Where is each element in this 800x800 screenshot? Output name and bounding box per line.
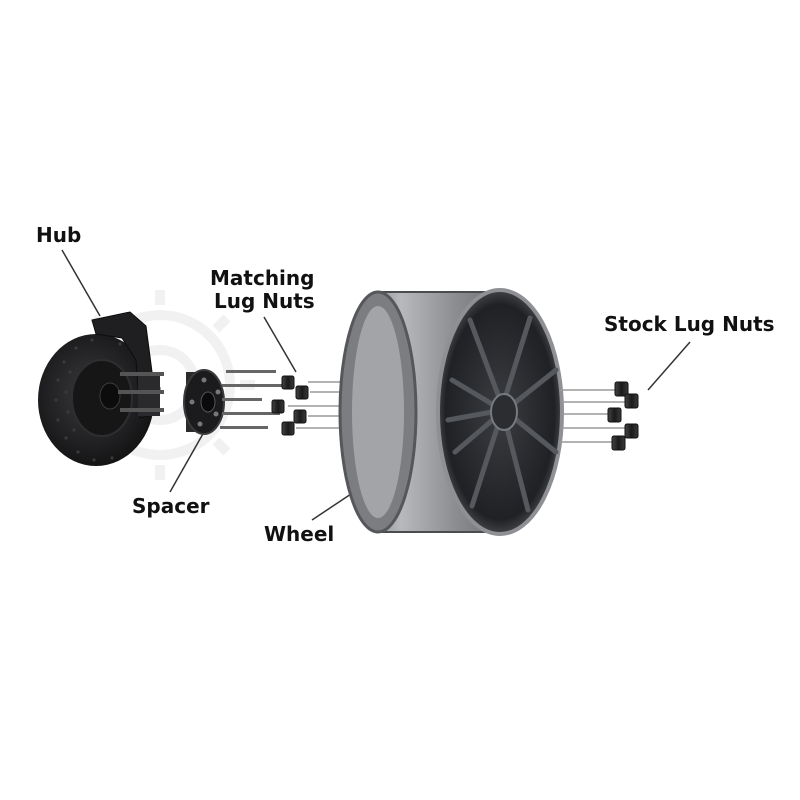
stock-bolt-lines [560,389,625,443]
hub-leader-line [61,249,101,317]
hub-assembly [38,311,164,466]
stock-lug-nuts-label: Stock Lug Nuts [604,312,775,336]
matching-lug-nuts-label-line2: Lug Nuts [214,289,315,313]
wheel-center-cap [490,393,518,431]
wheel-label: Wheel [264,522,335,546]
hub-center-bore [99,382,121,410]
spacer-studs [220,370,282,429]
stock-lug-nuts-leader-line [647,341,691,391]
spacer-label: Spacer [132,494,210,518]
matching-lug-nuts-leader-line [263,316,297,373]
stock-lug-nuts [607,381,639,451]
wheel-rim [338,288,564,536]
hub-studs [118,372,164,412]
spacer-leader-line [169,431,205,493]
wheel-spokes [445,315,559,513]
rotor-drill-holes [54,338,122,462]
spacer-part [183,369,282,435]
matching-lug-nuts [271,375,309,436]
matching-lug-nuts-label-line1: Matching [210,266,315,290]
hub-label: Hub [36,223,82,247]
